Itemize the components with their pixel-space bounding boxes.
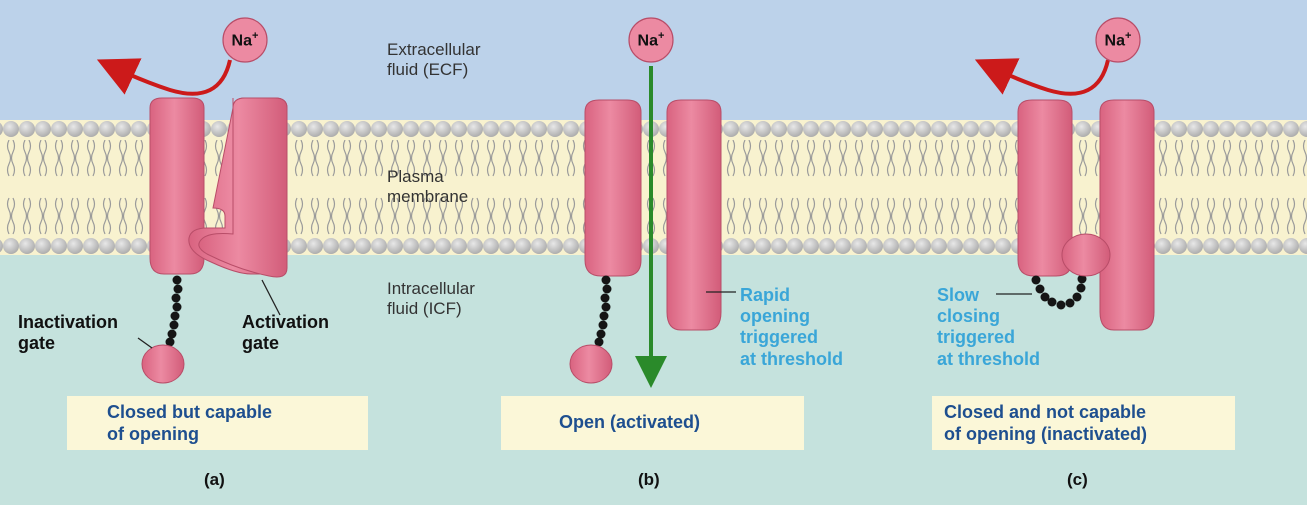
rapid-opening-label: Rapid opening triggered at threshold bbox=[740, 285, 844, 369]
lipid-heads-inner bbox=[0, 235, 1307, 257]
panel-label-a: (a) bbox=[204, 470, 225, 489]
na-ion-a: Na+ bbox=[231, 30, 259, 50]
caption-a: Closed but capable of opening bbox=[67, 396, 368, 450]
ecf-label: Extracellular fluid (ECF) bbox=[387, 40, 481, 79]
membrane-label: Plasma membrane bbox=[387, 167, 469, 206]
slow-closing-label: Slow closing triggered at threshold bbox=[937, 285, 1041, 369]
channel-c bbox=[974, 17, 1155, 331]
panel-label-b: (b) bbox=[638, 470, 660, 489]
lipid-heads-outer bbox=[0, 118, 1307, 140]
na-ion-c: Na+ bbox=[1104, 30, 1132, 50]
channel-b bbox=[569, 17, 736, 388]
activation-gate-label: Activation gate bbox=[242, 312, 330, 353]
icf-label: Intracellular fluid (ICF) bbox=[387, 279, 475, 318]
caption-b: Open (activated) bbox=[501, 396, 804, 450]
channel-a bbox=[96, 17, 288, 384]
inactivation-gate-label: Inactivation gate bbox=[18, 312, 119, 353]
na-ion-b: Na+ bbox=[637, 30, 665, 50]
panel-label-c: (c) bbox=[1067, 470, 1088, 489]
caption-c: Closed and not capable of opening (inact… bbox=[932, 396, 1235, 450]
